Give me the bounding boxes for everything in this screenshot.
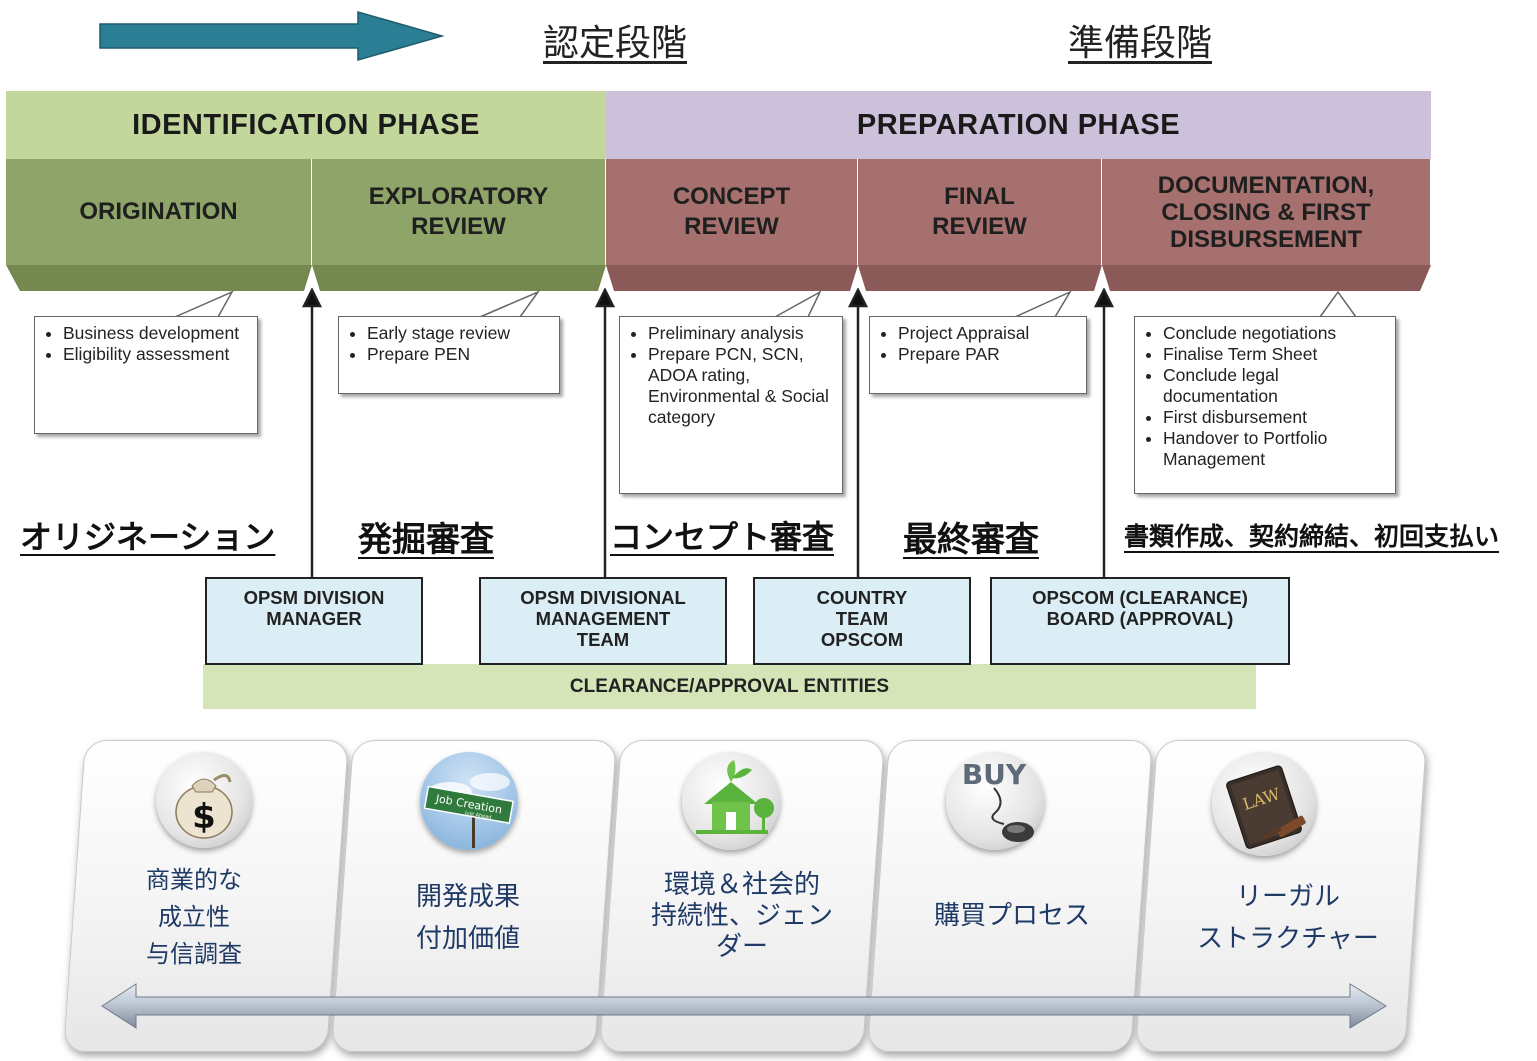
callout-item: Preliminary analysis bbox=[648, 323, 834, 344]
callout-item: Prepare PEN bbox=[367, 344, 551, 365]
sub-phase-label: FINAL bbox=[944, 183, 1015, 210]
callout-documentation: Conclude negotiations Finalise Term Shee… bbox=[1134, 316, 1396, 494]
entity-opsm-division-manager: OPSM DIVISION MANAGER bbox=[205, 577, 423, 665]
card-line: 開発成果 bbox=[415, 882, 520, 912]
callout-origination: Business development Eligibility assessm… bbox=[34, 316, 258, 434]
identification-heading-jp: 認定段階 bbox=[543, 23, 688, 64]
sub-phase-label: CONCEPT bbox=[672, 183, 791, 210]
entity-label: COUNTRY bbox=[816, 587, 908, 608]
top-direction-arrow bbox=[99, 11, 445, 61]
callout-tails bbox=[174, 290, 1358, 318]
sub-phase-label: ORIGINATION bbox=[79, 198, 238, 225]
jp-step-exploratory: 発掘審査 bbox=[358, 520, 494, 560]
icon-sign-subtext: Just Ahead bbox=[463, 810, 491, 821]
entity-label: OPSCOM (CLEARANCE) bbox=[1032, 587, 1248, 608]
preparation-phase-label: PREPARATION PHASE bbox=[856, 108, 1181, 141]
card-text-commercial: 商業的な 成立性 与信調査 bbox=[114, 862, 274, 973]
entity-opscom-board: OPSCOM (CLEARANCE) BOARD (APPROVAL) bbox=[990, 577, 1290, 665]
preparation-heading-jp: 準備段階 bbox=[1068, 23, 1213, 64]
callout-item: Conclude legal documentation bbox=[1163, 365, 1387, 407]
jp-step-final: 最終審査 bbox=[903, 520, 1039, 560]
card-text-procurement: 購買プロセス bbox=[912, 898, 1112, 935]
entities-bar-label: CLEARANCE/APPROVAL ENTITIES bbox=[569, 675, 890, 697]
sub-phase-label: DOCUMENTATION, bbox=[1157, 171, 1375, 199]
entity-label: TEAM bbox=[835, 608, 889, 629]
sub-phase-label: EXPLORATORY bbox=[368, 183, 549, 210]
card-line: ダー bbox=[715, 932, 768, 962]
card-line: 商業的な bbox=[146, 866, 242, 894]
identification-phase-header: IDENTIFICATION PHASE bbox=[6, 91, 606, 159]
entity-label: OPSCOM bbox=[820, 629, 904, 650]
sub-phase-bevel bbox=[6, 265, 1431, 291]
jp-step-origination: オリジネーション bbox=[20, 518, 276, 556]
card-line: 購買プロセス bbox=[933, 901, 1090, 931]
sub-phase-label: CLOSING & FIRST bbox=[1161, 198, 1371, 226]
decision-arrows bbox=[301, 288, 1115, 578]
sub-phase-origination: ORIGINATION bbox=[6, 159, 312, 265]
callout-item: Handover to Portfolio Management bbox=[1163, 428, 1387, 470]
sub-phase-concept-review: CONCEPT REVIEW bbox=[606, 159, 858, 265]
callout-item: Finalise Term Sheet bbox=[1163, 344, 1387, 365]
card-text-environmental: 環境＆社会的 持続性、ジェン ダー bbox=[632, 870, 852, 963]
entity-label: BOARD (APPROVAL) bbox=[1046, 608, 1234, 629]
preparation-phase-header: PREPARATION PHASE bbox=[606, 91, 1431, 159]
bottom-double-arrow bbox=[101, 983, 1387, 1029]
green-house-icon bbox=[682, 752, 780, 850]
law-book-icon: LAW bbox=[1212, 752, 1316, 856]
identification-phase-label: IDENTIFICATION PHASE bbox=[132, 108, 480, 141]
sub-phase-label: DISBURSEMENT bbox=[1169, 225, 1362, 253]
jp-step-concept: コンセプト審査 bbox=[610, 518, 835, 556]
callout-item: Business development bbox=[63, 323, 249, 344]
callout-item: Project Appraisal bbox=[898, 323, 1078, 344]
card-line: ストラクチャー bbox=[1197, 924, 1379, 954]
callout-item: First disbursement bbox=[1163, 407, 1387, 428]
icon-buy-text: BUY bbox=[962, 758, 1027, 791]
sub-phase-exploratory-review: EXPLORATORY REVIEW bbox=[312, 159, 606, 265]
sub-phase-label: REVIEW bbox=[684, 213, 779, 240]
card-text-legal: リーガル ストラクチャー bbox=[1180, 876, 1396, 960]
entity-opsm-divisional-management-team: OPSM DIVISIONAL MANAGEMENT TEAM bbox=[479, 577, 727, 665]
callout-item: Early stage review bbox=[367, 323, 551, 344]
callout-item: Prepare PAR bbox=[898, 344, 1078, 365]
card-line: 付加価値 bbox=[415, 924, 520, 954]
callout-final: Project Appraisal Prepare PAR bbox=[869, 316, 1087, 394]
svg-text:$: $ bbox=[192, 797, 216, 837]
callout-exploratory: Early stage review Prepare PEN bbox=[338, 316, 560, 394]
jp-step-documentation: 書類作成、契約締結、初回支払い bbox=[1124, 522, 1500, 551]
callout-item: Prepare PCN, SCN, ADOA rating, Environme… bbox=[648, 344, 834, 428]
entity-label: MANAGEMENT bbox=[535, 608, 671, 629]
callout-item: Conclude negotiations bbox=[1163, 323, 1387, 344]
card-line: 与信調査 bbox=[146, 940, 242, 968]
callout-concept: Preliminary analysis Prepare PCN, SCN, A… bbox=[619, 316, 843, 494]
entity-label: OPSM DIVISION bbox=[243, 587, 385, 608]
card-line: 環境＆社会的 bbox=[663, 870, 820, 900]
sub-phase-label: REVIEW bbox=[411, 213, 506, 240]
sub-phase-final-review: FINAL REVIEW bbox=[858, 159, 1102, 265]
card-line: 持続性、ジェン bbox=[650, 901, 833, 931]
card-text-development: 開発成果 付加価値 bbox=[378, 876, 558, 960]
clearance-approval-entities-bar: CLEARANCE/APPROVAL ENTITIES bbox=[203, 664, 1256, 709]
card-line: 成立性 bbox=[158, 903, 230, 931]
card-line: リーガル bbox=[1235, 882, 1340, 912]
entity-label: MANAGER bbox=[266, 608, 362, 629]
entity-label: OPSM DIVISIONAL bbox=[520, 587, 686, 608]
money-bag-icon: $ bbox=[156, 752, 252, 848]
entity-country-team-opscom: COUNTRY TEAM OPSCOM bbox=[753, 577, 971, 665]
callout-item: Eligibility assessment bbox=[63, 344, 249, 365]
entity-label: TEAM bbox=[576, 629, 630, 650]
buy-mouse-icon: BUY bbox=[946, 752, 1044, 850]
job-creation-sign-icon: Job Creation Just Ahead bbox=[420, 752, 518, 850]
sub-phase-label: REVIEW bbox=[932, 213, 1027, 240]
